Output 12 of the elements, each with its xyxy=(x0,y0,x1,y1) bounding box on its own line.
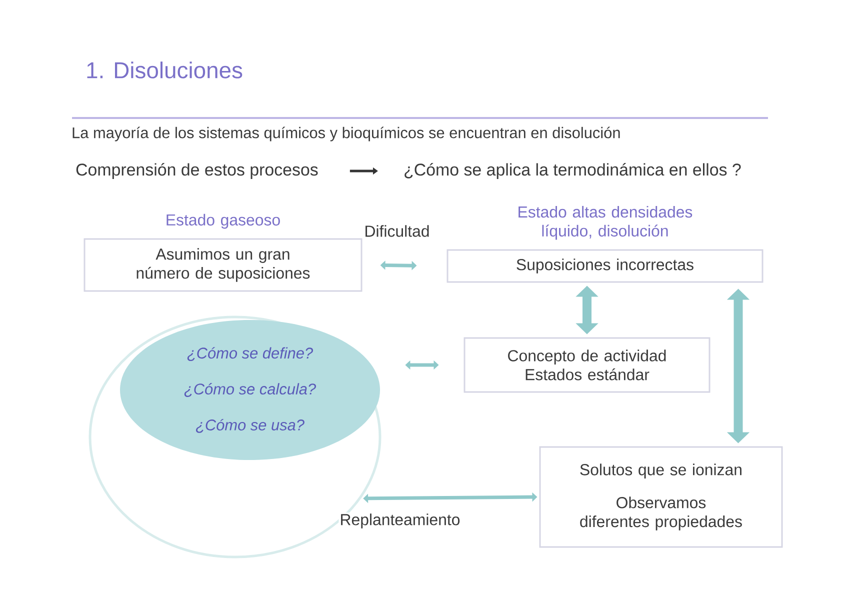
statement-text: ¿Cómo se aplica la termodinámica en ellos ? xyxy=(404,163,741,179)
box-heading: Estado gaseoso xyxy=(166,214,280,229)
text-box: Asumimos un gran número de suposiciones xyxy=(84,238,362,292)
text-box: Concepto de actividad Estados estándar xyxy=(464,337,710,393)
edge-label: Dificultad xyxy=(363,224,431,238)
box-heading: Estado altas densidades líquido, disolución xyxy=(518,206,692,240)
edge-label: Replanteamiento xyxy=(338,512,462,530)
intro-text: La mayoría de los sistemas químicos y bioquímicos se encuentran en disolución xyxy=(72,126,620,142)
statement-text: Comprensión de estos procesos xyxy=(76,163,318,179)
text-box: Suposiciones incorrectas xyxy=(446,249,764,283)
title: 1. Disoluciones xyxy=(87,62,242,78)
text-box: Solutos que se ionizan Observamos diferentes propiedades xyxy=(539,446,783,548)
